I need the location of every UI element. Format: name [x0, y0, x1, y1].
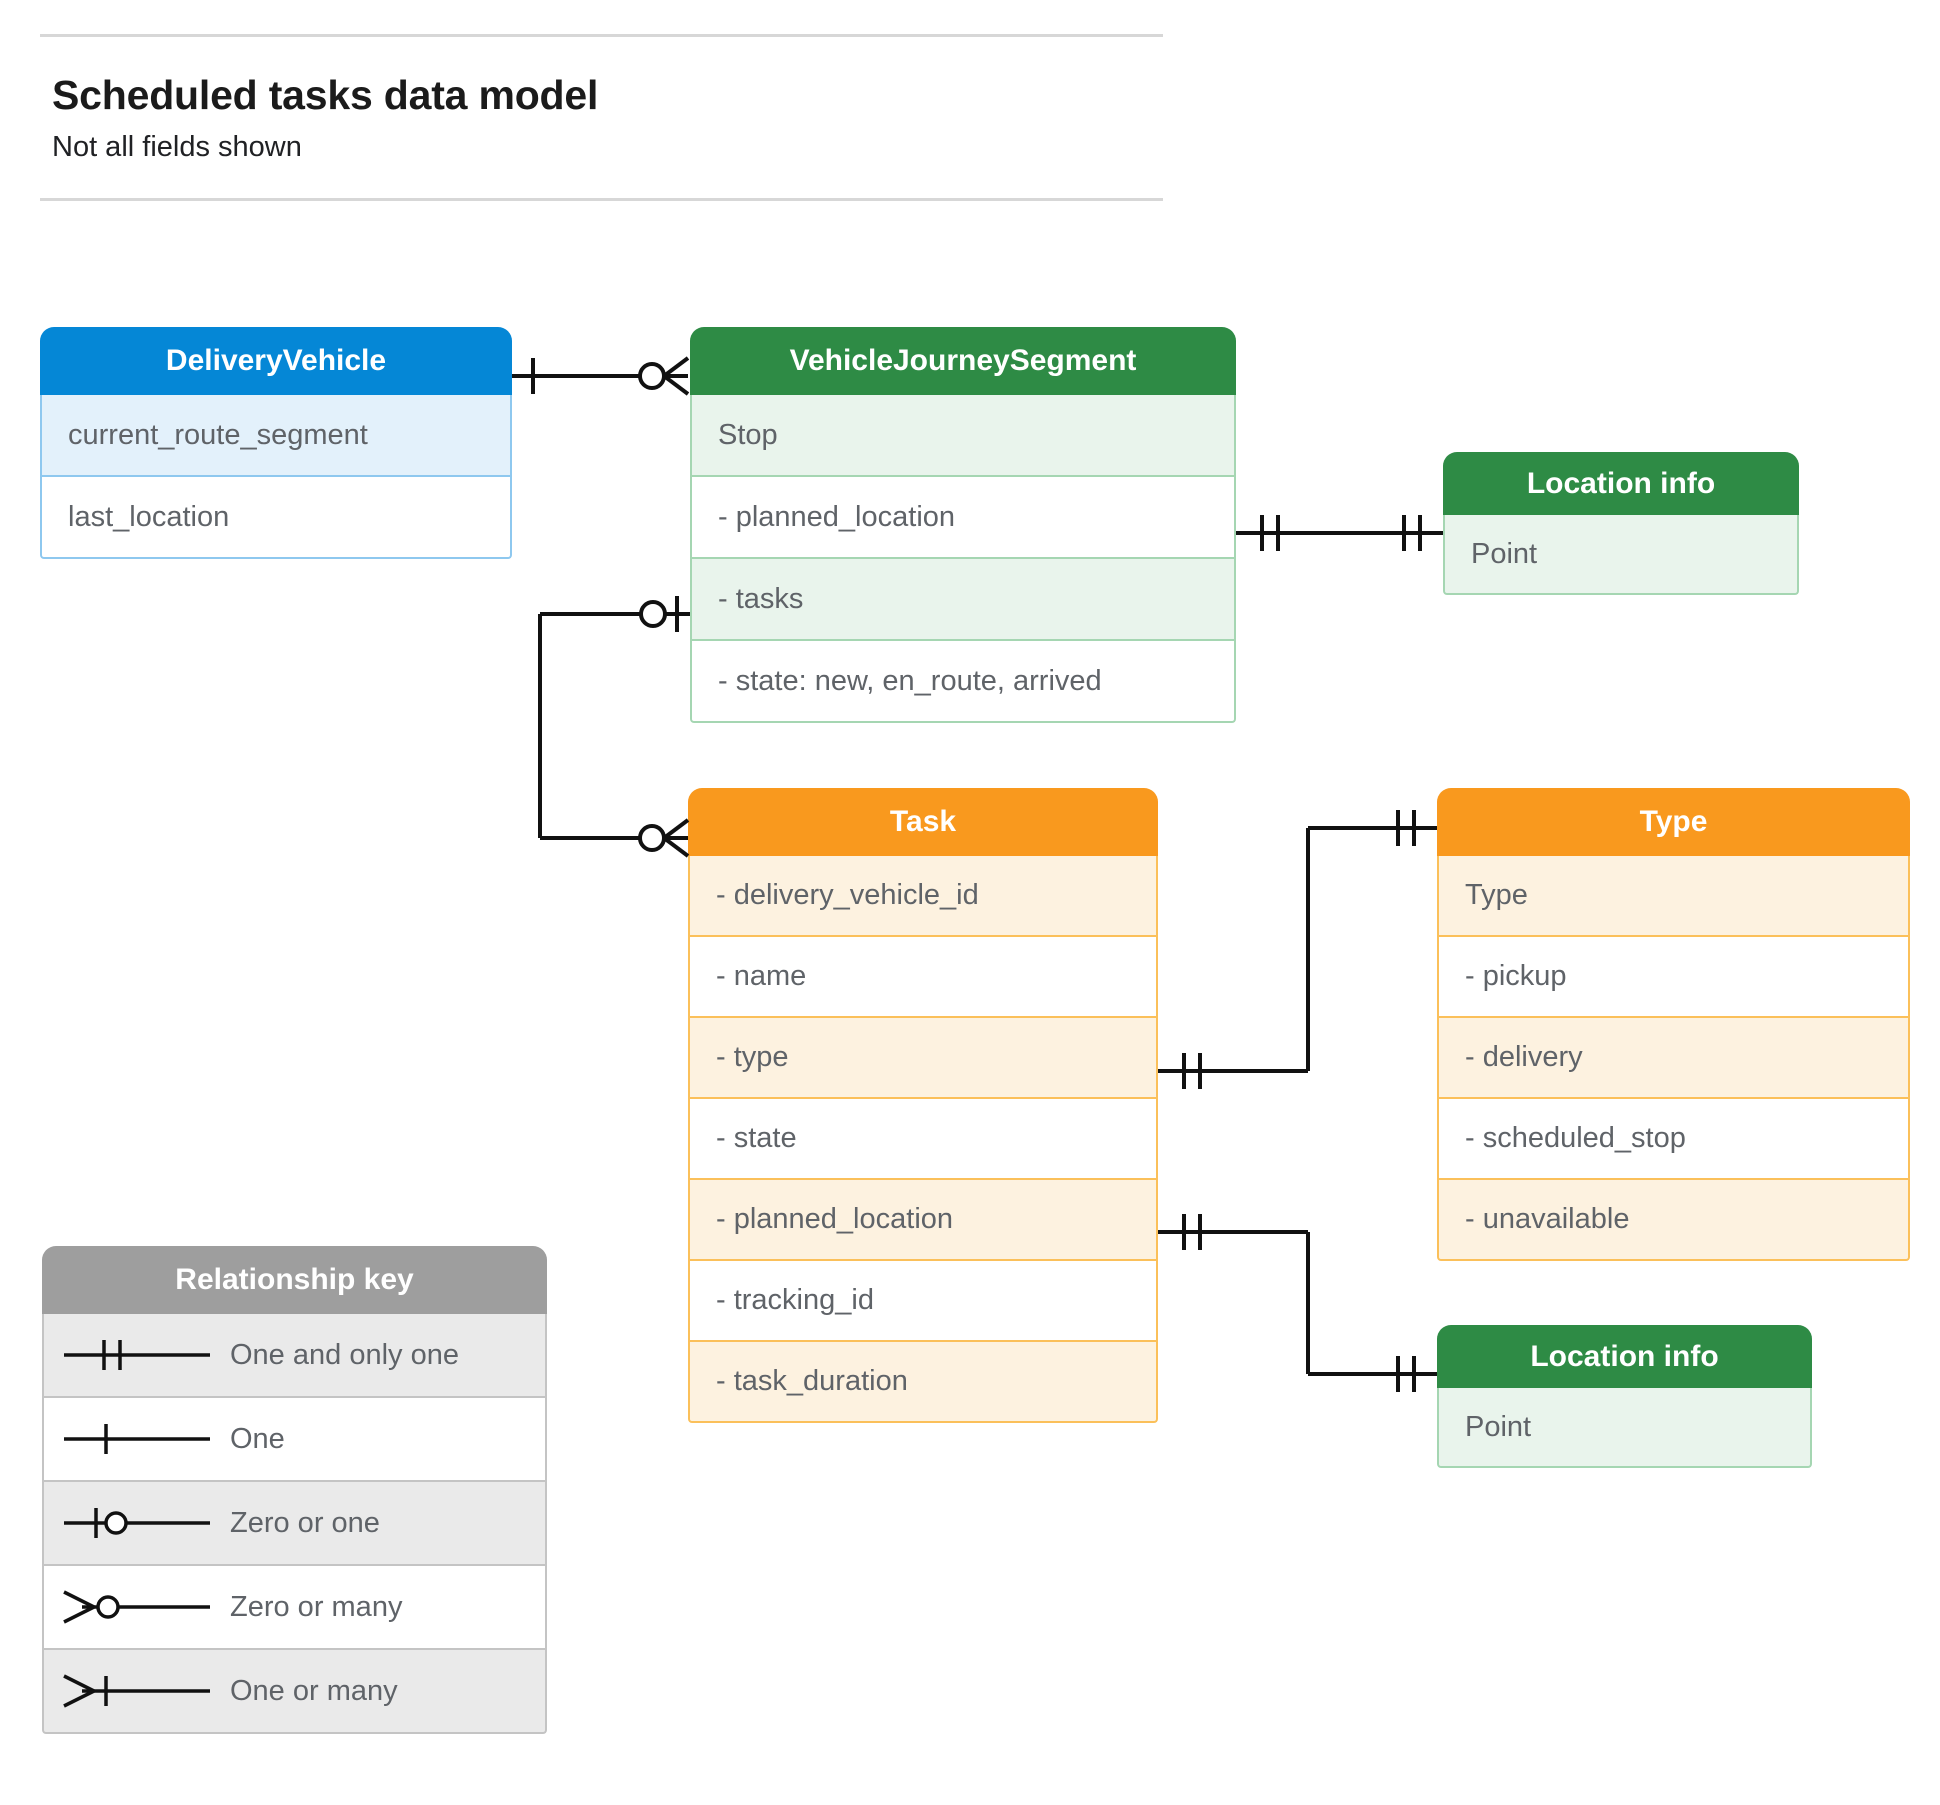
field-task-planned-location: - planned_location	[688, 1180, 1158, 1261]
one-and-only-one-icon	[62, 1335, 212, 1375]
field-type-delivery: - delivery	[1437, 1018, 1910, 1099]
legend-item-label: One	[230, 1422, 285, 1455]
header-divider-bottom	[40, 198, 1163, 201]
field-vjs-tasks: - tasks	[690, 559, 1236, 641]
field-vjs-state: - state: new, en_route, arrived	[690, 641, 1236, 723]
rel-vjs-tasks-to-task	[538, 596, 690, 858]
one-or-many-icon	[62, 1671, 212, 1711]
zero-or-many-icon	[62, 1587, 212, 1627]
entity-delivery-vehicle-title: DeliveryVehicle	[40, 327, 512, 395]
legend-item-label: One or many	[230, 1674, 398, 1707]
field-last-location: last_location	[40, 477, 512, 559]
field-task-tracking-id: - tracking_id	[688, 1261, 1158, 1342]
entity-location-info-bottom-title: Location info	[1437, 1325, 1812, 1388]
legend-title: Relationship key	[42, 1246, 547, 1314]
entity-location-info-top-title: Location info	[1443, 452, 1799, 515]
legend-item-zero-or-many: Zero or many	[42, 1566, 547, 1650]
field-stop: Stop	[690, 395, 1236, 477]
header-divider-top	[40, 34, 1163, 37]
entity-type-title: Type	[1437, 788, 1910, 856]
entity-location-info-bottom[interactable]: Location info Point	[1437, 1325, 1812, 1468]
field-location-info-top-point: Point	[1443, 515, 1799, 595]
entity-vehicle-journey-segment[interactable]: VehicleJourneySegment Stop - planned_loc…	[690, 327, 1236, 723]
entity-task[interactable]: Task - delivery_vehicle_id - name - type…	[688, 788, 1158, 1423]
field-task-delivery-vehicle-id: - delivery_vehicle_id	[688, 856, 1158, 937]
field-type-header: Type	[1437, 856, 1910, 937]
entity-type[interactable]: Type Type - pickup - delivery - schedule…	[1437, 788, 1910, 1261]
entity-vehicle-journey-segment-title: VehicleJourneySegment	[690, 327, 1236, 395]
legend-item-label: Zero or many	[230, 1590, 403, 1623]
entity-delivery-vehicle[interactable]: DeliveryVehicle current_route_segment la…	[40, 327, 512, 559]
legend-item-one-or-many: One or many	[42, 1650, 547, 1734]
entity-task-title: Task	[688, 788, 1158, 856]
rel-task-planned-location-to-location-info	[1158, 1214, 1437, 1392]
field-task-type: - type	[688, 1018, 1158, 1099]
legend-item-label: One and only one	[230, 1338, 459, 1371]
legend-relationship-key: Relationship key One and only one One	[42, 1246, 547, 1734]
field-type-unavailable: - unavailable	[1437, 1180, 1910, 1261]
field-type-pickup: - pickup	[1437, 937, 1910, 1018]
legend-item-zero-or-one: Zero or one	[42, 1482, 547, 1566]
zero-or-one-icon	[62, 1503, 212, 1543]
rel-task-type-to-type	[1158, 810, 1437, 1089]
field-task-name: - name	[688, 937, 1158, 1018]
field-task-task-duration: - task_duration	[688, 1342, 1158, 1423]
field-location-info-bottom-point: Point	[1437, 1388, 1812, 1468]
field-task-state: - state	[688, 1099, 1158, 1180]
field-current-route-segment: current_route_segment	[40, 395, 512, 477]
rel-delivery-vehicle-to-vjs	[512, 356, 690, 396]
legend-item-one: One	[42, 1398, 547, 1482]
legend-item-label: Zero or one	[230, 1506, 380, 1539]
entity-location-info-top[interactable]: Location info Point	[1443, 452, 1799, 595]
one-icon	[62, 1419, 212, 1459]
legend-item-one-and-only-one: One and only one	[42, 1314, 547, 1398]
field-vjs-planned-location: - planned_location	[690, 477, 1236, 559]
page-subtitle: Not all fields shown	[52, 131, 302, 163]
rel-vjs-planned-location-to-location-info	[1236, 515, 1443, 551]
page-title: Scheduled tasks data model	[52, 72, 599, 118]
field-type-scheduled-stop: - scheduled_stop	[1437, 1099, 1910, 1180]
